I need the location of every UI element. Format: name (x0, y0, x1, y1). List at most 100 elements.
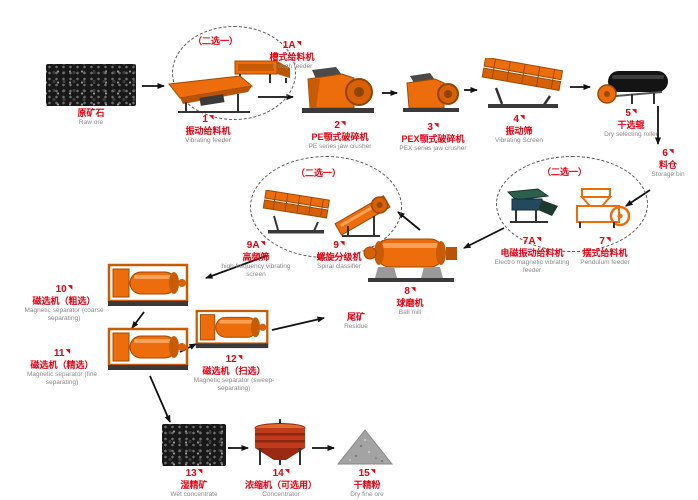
pointer-icon: ◥ (433, 123, 439, 129)
node-number: 1A◥ (256, 40, 328, 52)
label-high-frequency-screen: 9A◥ 高频筛 high frequency vibrating screen (212, 240, 300, 279)
node-name-zh: 磁选机（粗选） (32, 296, 96, 306)
node-name-en: Raw ore (78, 118, 104, 126)
pointer-icon: ◥ (284, 469, 290, 475)
node-number: 7◥ (570, 236, 640, 248)
label-pe-jaw-crusher: 2◥ PE颚式破碎机 PE series jaw crusher (294, 120, 386, 151)
label-pendulum-feeder: 7◥ 摆式给料机 Pendulum feeder (570, 236, 640, 267)
number-text: 3 (427, 122, 433, 133)
node-name-en: Dry selecting roller (604, 130, 658, 138)
pointer-icon: ◥ (67, 285, 73, 291)
pointer-icon: ◥ (605, 237, 611, 243)
electro-magnetic-feeder-graphic (504, 186, 562, 226)
node-name-en: Concentrator (262, 490, 300, 498)
node-name-en: Vibrating feeder (185, 136, 231, 144)
label-magnetic-separator-fine: 11◥ 磁选机（精选） Magnetic separator (fine sep… (14, 348, 110, 387)
number-text: 14 (272, 468, 284, 479)
pointer-icon: ◥ (340, 121, 346, 127)
node-number: 14◥ (234, 468, 328, 480)
pendulum-feeder-graphic (572, 186, 636, 230)
node-name-zh: 干精粉 (353, 480, 381, 490)
label-ball-mill: 8◥ 球磨机 Ball mill (378, 286, 442, 317)
node-name-zh: 摆式给料机 (582, 248, 628, 258)
label-vibrating-feeder: 1◥ 振动给料机 Vibrating feeder (168, 114, 248, 145)
choose-one-label: （二选一） (193, 36, 239, 46)
pointer-icon: ◥ (410, 287, 416, 293)
node-name-en: Magnetic separator (coarse separating) (24, 306, 104, 322)
node-name-en: Magnetic separator (fine separating) (26, 370, 98, 386)
magnetic-separator-fine-graphic (106, 326, 190, 374)
node-name-en: high frequency vibrating screen (221, 262, 291, 278)
number-text: 13 (185, 468, 197, 479)
node-number: 11◥ (14, 348, 110, 360)
node-name-en: Electro magnetic vibrating feeder (494, 258, 570, 274)
label-spiral-classifier: 9◥ 螺旋分级机 Spiral classifier (302, 240, 376, 271)
magnetic-separator-coarse-graphic (106, 262, 190, 310)
label-residue: 尾矿 Residue (328, 312, 384, 331)
number-text: 9 (333, 240, 339, 251)
magnetic-separator-sweep-graphic (194, 308, 270, 352)
node-number: 8◥ (378, 286, 442, 298)
node-number: 1◥ (168, 114, 248, 126)
pointer-icon: ◥ (668, 149, 674, 155)
node-name-en: Wet concentrate (170, 490, 218, 498)
label-storage-bin: 6◥ 料仓 Storage bin (642, 148, 694, 179)
node-name-zh: 料仓 (658, 160, 677, 170)
node-number: 2◥ (294, 120, 386, 132)
node-number: 4◥ (474, 114, 564, 126)
pointer-icon: ◥ (339, 241, 345, 247)
label-wet-concentrate: 13◥ 湿精矿 Wet concentrate (156, 468, 232, 499)
node-number: 12◥ (184, 354, 284, 366)
label-magnetic-separator-sweep: 12◥ 磁选机（扫选） Magnetic separator (sweep-se… (184, 354, 284, 393)
pointer-icon: ◥ (519, 115, 525, 121)
number-text: 11 (53, 348, 65, 359)
pointer-icon: ◥ (65, 349, 71, 355)
number-text: 1 (202, 114, 208, 125)
pointer-icon: ◥ (208, 115, 214, 121)
label-pex-jaw-crusher: 3◥ PEX颚式破碎机 PEX series jaw crusher (390, 122, 476, 153)
node-name-en: Residue (344, 322, 368, 330)
number-text: 7 (599, 236, 605, 247)
vibrating-feeder-graphic (166, 74, 258, 114)
node-name-en: Storage bin (651, 170, 685, 178)
node-name-zh: 球磨机 (396, 298, 424, 308)
pointer-icon: ◥ (536, 237, 542, 243)
vibrating-screen-graphic (478, 58, 568, 110)
pointer-icon: ◥ (237, 355, 243, 361)
concentrator-graphic (250, 418, 310, 468)
number-text: 9A (246, 240, 260, 251)
number-text: 6 (662, 148, 668, 159)
node-name-zh: 槽式给料机 (269, 52, 315, 62)
node-name-zh: PE颚式破碎机 (311, 132, 369, 142)
node-number: 15◥ (338, 468, 396, 480)
number-text: 10 (55, 284, 67, 295)
node-name-zh: 干选辊 (617, 120, 645, 130)
label-trough-feeder: 1A◥ 槽式给料机 Trough feeder (256, 40, 328, 71)
label-electro-magnetic-feeder: 7A◥ 电磁振动给料机 Electro magnetic vibrating f… (490, 236, 574, 275)
node-name-zh: 高频筛 (242, 252, 270, 262)
choose-one-label: （二选一） (542, 167, 588, 177)
node-name-en: PE series jaw crusher (308, 142, 372, 150)
node-name-en: Pendulum feeder (580, 258, 630, 266)
node-name-zh: 电磁振动给料机 (500, 248, 564, 258)
node-number: 5◥ (586, 108, 676, 120)
pointer-icon: ◥ (631, 109, 637, 115)
node-name-zh: PEX颚式破碎机 (401, 134, 465, 144)
choose-one-circle-classifier: （二选一） (250, 156, 402, 258)
node-name-en: Spiral classifier (317, 262, 361, 270)
node-name-en: Dry fine ore (350, 490, 384, 498)
raw-ore-image (46, 64, 136, 106)
high-frequency-screen-graphic (260, 190, 332, 236)
node-number: 10◥ (16, 284, 112, 296)
choose-one-circle-feeders2: （二选一） (496, 156, 648, 252)
node-name-zh: 螺旋分级机 (316, 252, 362, 262)
dry-fine-ore-graphic (336, 428, 394, 466)
node-name-zh: 尾矿 (346, 312, 365, 322)
label-magnetic-separator-coarse: 10◥ 磁选机（粗选） Magnetic separator (coarse s… (16, 284, 112, 323)
dry-roller-graphic (592, 68, 672, 106)
ball-mill-graphic (362, 230, 460, 284)
node-name-zh: 振动给料机 (185, 126, 231, 136)
number-text: 2 (334, 120, 340, 131)
spiral-classifier-graphic (334, 184, 394, 240)
